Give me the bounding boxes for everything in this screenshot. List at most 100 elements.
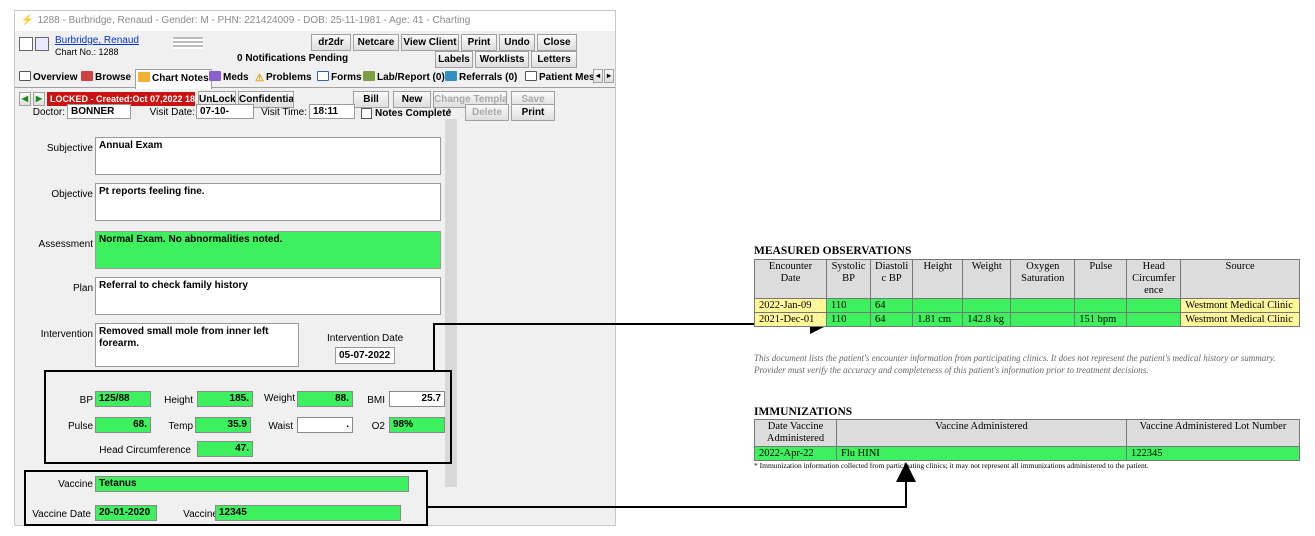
weight-field[interactable]: 88. xyxy=(297,391,353,407)
col-lot-number: Vaccine Administered Lot Number xyxy=(1126,419,1300,447)
vitals-arrow xyxy=(433,314,830,370)
vaccine-field[interactable]: Tetanus xyxy=(95,476,409,492)
col-height: Height xyxy=(912,259,964,299)
meds-icon xyxy=(209,71,221,81)
cell: Westmont Medical Clinic xyxy=(1180,298,1300,313)
visit-time-field[interactable]: 18:11 xyxy=(309,104,355,119)
temp-label: Temp xyxy=(168,421,193,432)
tab-overview[interactable]: Overview xyxy=(17,69,79,87)
chart-number: Chart No.: 1288 xyxy=(55,47,119,57)
vaccine-lot-field[interactable]: 12345 xyxy=(215,505,401,521)
tab-scroll-left[interactable]: ◂ xyxy=(593,69,603,83)
letters-button[interactable]: Letters xyxy=(531,51,577,68)
doctor-field[interactable]: BONNER xyxy=(67,104,131,119)
cell xyxy=(1126,298,1182,313)
vaccine-lot-label: Vaccine Lot # xyxy=(183,509,243,520)
tab-meds[interactable]: Meds xyxy=(207,69,251,87)
notes-complete-checkbox[interactable] xyxy=(361,108,372,119)
view-client-button[interactable]: View Client xyxy=(401,34,459,51)
new-button[interactable]: New xyxy=(393,91,431,108)
immunizations-header-row: Date Vaccine Administered Vaccine Admini… xyxy=(754,419,1300,447)
vaccine-date-label: Vaccine Date xyxy=(32,509,91,520)
next-note-button[interactable]: ▶ xyxy=(33,92,45,106)
dr2dr-button[interactable]: dr2dr xyxy=(311,34,351,51)
notifications-pending[interactable]: 0 Notifications Pending xyxy=(237,53,349,64)
cell xyxy=(1010,298,1076,313)
subjective-label: Subjective xyxy=(46,143,93,154)
temp-field[interactable]: 35.9 xyxy=(195,417,251,433)
col-weight: Weight xyxy=(962,259,1012,299)
pulse-field[interactable]: 68. xyxy=(95,417,151,433)
tab-referrals[interactable]: Referrals (0) xyxy=(443,69,519,87)
locked-badge: LOCKED - Created:Oct 07,2022 18:11 xyxy=(47,92,195,106)
col-vaccine-administered: Vaccine Administered xyxy=(836,419,1127,447)
plan-field[interactable]: Referral to check family history xyxy=(95,277,441,315)
unlock-button[interactable]: UnLock xyxy=(198,91,236,108)
patient-name-link[interactable]: Burbridge, Renaud xyxy=(55,35,139,46)
observations-disclaimer: This document lists the patient's encoun… xyxy=(754,353,1276,375)
cell xyxy=(1010,312,1076,327)
subjective-field[interactable]: Annual Exam xyxy=(95,137,441,175)
tab-scroll-right[interactable]: ▸ xyxy=(604,69,614,83)
bmi-field[interactable]: 25.7 xyxy=(389,391,445,407)
undo-button[interactable]: Undo xyxy=(499,34,535,51)
bp-label: BP xyxy=(79,395,93,406)
window-title: 1288 - Burbridge, Renaud - Gender: M - P… xyxy=(37,15,471,26)
cell: 64 xyxy=(869,298,914,313)
cell xyxy=(912,298,964,313)
intervention-date-field[interactable]: 05-07-2022 xyxy=(335,347,395,364)
tab-lab-report[interactable]: Lab/Report (0) xyxy=(361,69,447,87)
vertical-scrollbar[interactable] xyxy=(445,119,457,487)
bill-button[interactable]: Bill xyxy=(353,91,389,108)
col-diastolic: Diastoli c BP xyxy=(869,259,914,299)
confidential-button[interactable]: Confidential xyxy=(238,91,294,108)
app-logo-icon: ⚡ xyxy=(21,15,34,26)
bmi-label: BMI xyxy=(367,395,385,406)
chart-notes-icon xyxy=(138,72,150,82)
doctor-label: Doctor: xyxy=(32,107,65,118)
cell: Flu HINI xyxy=(836,446,1127,461)
labels-button[interactable]: Labels xyxy=(435,51,473,68)
prev-note-button[interactable]: ◀ xyxy=(19,92,31,106)
worklists-button[interactable]: Worklists xyxy=(475,51,529,68)
height-field[interactable]: 185. xyxy=(197,391,253,407)
objective-field[interactable]: Pt reports feeling fine. xyxy=(95,183,441,221)
tab-forms[interactable]: Forms xyxy=(315,69,364,87)
tab-browse[interactable]: Browse xyxy=(79,69,133,87)
print-button[interactable]: Print xyxy=(511,104,555,121)
cell xyxy=(1126,312,1182,327)
delete-button[interactable]: Delete xyxy=(465,104,509,121)
o2-label: O2 xyxy=(371,421,385,432)
pulse-label: Pulse xyxy=(67,421,93,432)
o2-field[interactable]: 98% xyxy=(389,417,445,433)
patient-card-icon[interactable] xyxy=(19,37,33,51)
observations-table: Encounter Date Systolic BP Diastoli c BP… xyxy=(754,259,1300,327)
intervention-label: Intervention xyxy=(40,329,93,340)
cell: Westmont Medical Clinic xyxy=(1180,312,1300,327)
cell xyxy=(962,298,1012,313)
tab-patient-messages[interactable]: Patient Mess xyxy=(523,69,602,87)
table-row: 2021-Dec-01 110 64 1.81 cm 142.8 kg 151 … xyxy=(754,312,1300,327)
print-header-button[interactable]: Print xyxy=(461,34,497,51)
scroll-up-icon[interactable]: ^ xyxy=(447,107,452,117)
col-head: Head Circumfer ence xyxy=(1126,259,1182,299)
visit-date-field[interactable]: 07-10-2022 xyxy=(196,104,254,119)
grid-icon[interactable] xyxy=(173,37,203,49)
assessment-field[interactable]: Normal Exam. No abnormalities noted. xyxy=(95,231,441,269)
intervention-field[interactable]: Removed small mole from inner left forea… xyxy=(95,323,299,367)
close-button[interactable]: Close xyxy=(537,34,577,51)
vaccine-highlight-box xyxy=(24,470,428,526)
netcare-button[interactable]: Netcare xyxy=(353,34,399,51)
tab-problems[interactable]: ⚠Problems xyxy=(255,72,312,84)
vaccine-date-field[interactable]: 20-01-2020 xyxy=(95,505,157,521)
warning-icon: ⚠ xyxy=(255,73,264,84)
plan-label: Plan xyxy=(72,283,93,294)
patient-search-icon[interactable] xyxy=(35,37,49,51)
bp-field[interactable]: 125/88 xyxy=(95,391,151,407)
browse-icon xyxy=(81,71,93,81)
col-systolic: Systolic BP xyxy=(826,259,871,299)
waist-field[interactable]: . xyxy=(297,417,353,433)
assessment-label: Assessment xyxy=(38,239,93,250)
head-circumference-field[interactable]: 47. xyxy=(197,441,253,457)
